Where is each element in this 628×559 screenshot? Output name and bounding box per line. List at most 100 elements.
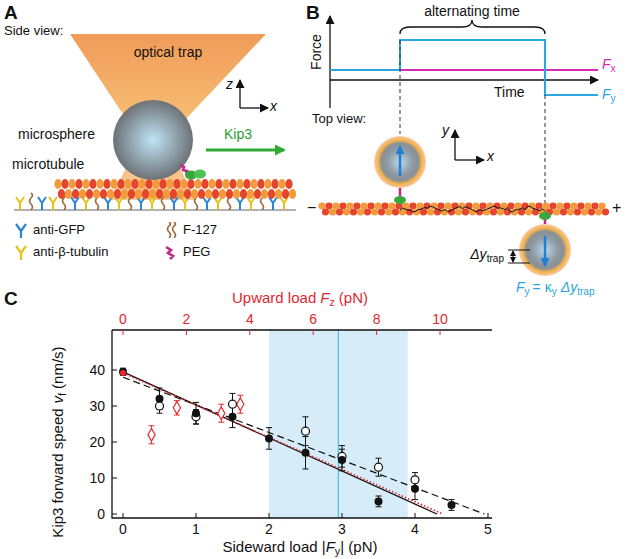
legend-text: anti-GFP bbox=[33, 222, 85, 238]
label-text: A bbox=[4, 2, 18, 23]
legend-text: anti-β-tubulin bbox=[33, 244, 108, 260]
tubulin-subunit bbox=[367, 203, 374, 210]
tubulin-subunit bbox=[570, 203, 577, 210]
tick-mark bbox=[196, 513, 197, 518]
tubulin-subunit bbox=[93, 189, 100, 199]
tubulin-subunit bbox=[180, 179, 187, 189]
tubulin-subunit bbox=[374, 203, 381, 210]
motor-trace bbox=[400, 206, 545, 212]
tubulin-subunit bbox=[257, 179, 264, 189]
tubulin-subunit bbox=[577, 203, 584, 210]
error-bar bbox=[376, 458, 382, 476]
tick-mark bbox=[342, 513, 343, 518]
tubulin-subunit bbox=[131, 179, 138, 189]
time-axis bbox=[330, 79, 598, 80]
legend-entry: anti-GFP bbox=[14, 222, 85, 238]
tubulin-subunit bbox=[371, 209, 378, 216]
antibody-symbol bbox=[16, 246, 26, 260]
tubulin-subunit bbox=[325, 203, 332, 210]
label-text: (pN) bbox=[339, 289, 368, 306]
panel-letter: B bbox=[306, 2, 320, 24]
panel-letter: C bbox=[4, 288, 18, 310]
label-text: y bbox=[611, 93, 616, 104]
guide-dash bbox=[400, 40, 401, 134]
time-brace bbox=[400, 20, 545, 34]
tubulin-subunit bbox=[553, 209, 560, 216]
data-point-filled bbox=[192, 409, 200, 417]
tubulin-subunit bbox=[567, 209, 574, 216]
label-text: Top view: bbox=[312, 111, 366, 126]
tick-mark bbox=[112, 406, 117, 407]
tick-label: 0 bbox=[119, 521, 127, 537]
fy-trace bbox=[330, 40, 598, 95]
tubulin-subunit bbox=[360, 203, 367, 210]
panel-a-art bbox=[14, 34, 296, 210]
tubulin-subunit bbox=[525, 209, 532, 216]
offset-label: Δytrap bbox=[470, 246, 504, 262]
panel-b-art bbox=[318, 16, 609, 276]
label-text: | (pN) bbox=[340, 538, 377, 555]
tubulin-subunit bbox=[114, 189, 121, 199]
label-text: 4 bbox=[411, 521, 419, 537]
z-axis-arrow bbox=[239, 80, 240, 108]
tubulin-subunit bbox=[166, 179, 173, 189]
tick-label: 1 bbox=[192, 521, 200, 537]
axis-name: x bbox=[270, 98, 277, 114]
tubulin-subunit bbox=[275, 189, 282, 199]
tick-label: 10 bbox=[89, 470, 105, 486]
view-title: Side view: bbox=[4, 24, 63, 39]
label-text: F bbox=[602, 56, 611, 72]
tick-mark bbox=[488, 513, 489, 518]
tubulin-subunit bbox=[556, 203, 563, 210]
tubulin-subunit bbox=[427, 209, 434, 216]
peg-linker bbox=[399, 188, 402, 196]
label-text: 4 bbox=[246, 311, 254, 327]
panel-c-chart bbox=[112, 330, 492, 518]
tubulin-subunit bbox=[409, 203, 416, 210]
data-point-filled bbox=[302, 449, 310, 457]
label-text: f bbox=[57, 393, 69, 396]
tubulin-subunit bbox=[110, 179, 117, 189]
tubulin-subunit bbox=[117, 179, 124, 189]
tubulin-subunit bbox=[201, 179, 208, 189]
tubulin-subunit bbox=[264, 179, 271, 189]
tubulin-subunit bbox=[79, 189, 86, 199]
tubulin-subunit bbox=[243, 179, 250, 189]
f127-molecule bbox=[30, 193, 33, 210]
axis-name: x bbox=[487, 148, 494, 164]
label-text: F bbox=[320, 289, 329, 306]
tubulin-subunit bbox=[378, 209, 385, 216]
tick-mark bbox=[249, 330, 250, 335]
tubulin-subunit bbox=[135, 189, 142, 199]
tubulin-subunit bbox=[124, 179, 131, 189]
data-point-open bbox=[411, 476, 419, 484]
tubulin-subunit bbox=[282, 189, 289, 199]
data-point-red bbox=[148, 429, 155, 441]
tick-label: 0 bbox=[119, 311, 127, 327]
legend-sample bbox=[164, 244, 178, 260]
tubulin-subunit bbox=[437, 203, 444, 210]
part-label: microtubule bbox=[12, 156, 84, 172]
label-text: 0 bbox=[119, 521, 127, 537]
tubulin-subunit bbox=[191, 189, 198, 199]
tubulin-subunit bbox=[455, 209, 462, 216]
label-text: y bbox=[525, 286, 530, 297]
tubulin-subunit bbox=[54, 179, 61, 189]
axis-title: Sideward load |Fy| (pN) bbox=[223, 538, 378, 555]
polarity-sign: + bbox=[612, 199, 621, 217]
tubulin-subunit bbox=[289, 189, 296, 199]
error-bar bbox=[237, 395, 243, 413]
series-label: Fx bbox=[602, 56, 616, 72]
tick-label: 40 bbox=[89, 362, 105, 378]
label-text: 30 bbox=[89, 398, 105, 414]
label-text: B bbox=[306, 2, 320, 23]
f127-molecule bbox=[168, 222, 176, 238]
label-text: 5 bbox=[484, 521, 492, 537]
tick-label: 0 bbox=[97, 506, 105, 522]
tubulin-subunit bbox=[68, 179, 75, 189]
tubulin-subunit bbox=[581, 209, 588, 216]
label-text: − bbox=[307, 199, 316, 216]
error-bar bbox=[193, 402, 199, 424]
label-text: F bbox=[516, 279, 525, 295]
